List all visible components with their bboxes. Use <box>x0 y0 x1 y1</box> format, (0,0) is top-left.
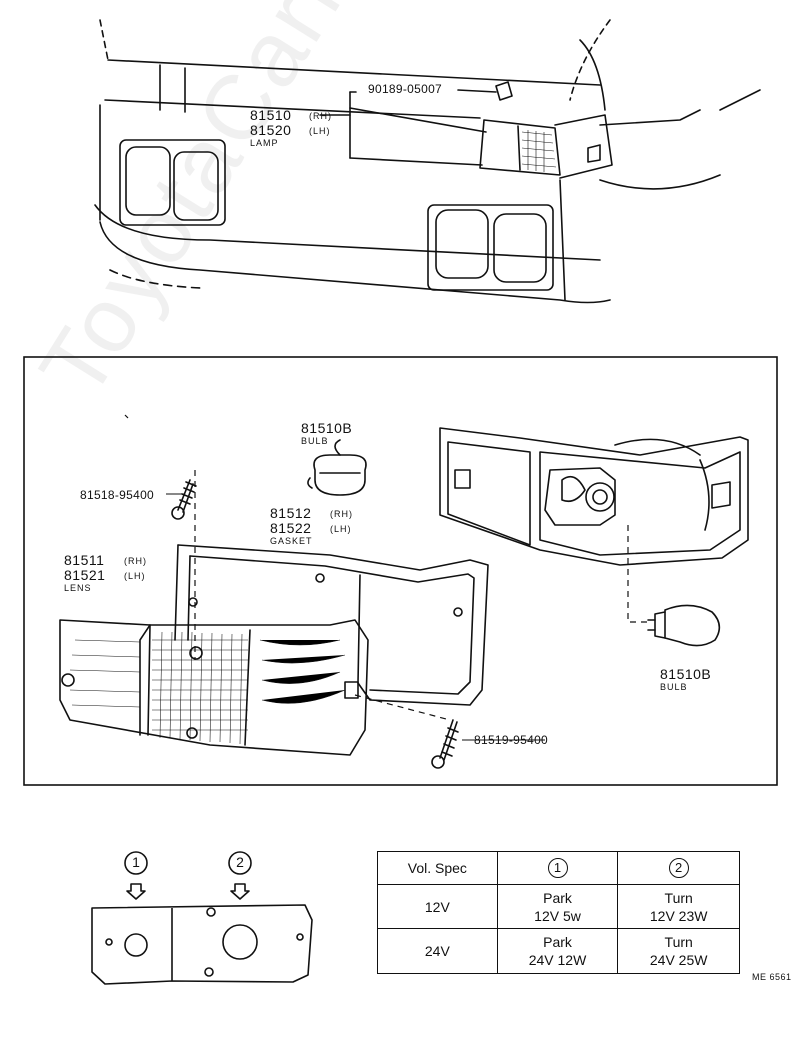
bulb-top <box>307 439 367 496</box>
lens-lh-side: (LH) <box>124 571 146 581</box>
gasket-rh-side: (RH) <box>330 509 353 519</box>
gasket-lh-part-number: 81522 <box>270 520 312 536</box>
header-col-2: 2 <box>617 851 740 885</box>
arrow-down-icon <box>230 883 250 900</box>
clip-part-number: 90189-05007 <box>368 82 443 96</box>
lamp-name: LAMP <box>250 138 279 148</box>
marker-1-label: 1 <box>132 854 140 870</box>
bulb-top-part-number: 81510B <box>301 420 353 436</box>
gasket-rh-part-number: 81512 <box>270 505 312 521</box>
lens-lh-part-number: 81521 <box>64 567 106 583</box>
bulb-right-name: BULB <box>660 682 688 692</box>
screw-upper-part-number: 81518-95400 <box>80 488 155 502</box>
lamp-outline <box>91 904 313 985</box>
voltage-cell: 12V <box>377 884 498 929</box>
gasket-name: GASKET <box>270 536 313 546</box>
figure-code: ME 6561 <box>752 972 792 982</box>
screw-lower <box>431 719 459 769</box>
lamp-rh-side: (RH) <box>309 111 332 121</box>
lens-name: LENS <box>64 583 92 593</box>
exploded-view-drawing <box>23 356 778 786</box>
table-header-row: Vol. Spec 1 2 <box>377 851 740 885</box>
header-vol-spec: Vol. Spec <box>377 851 498 885</box>
bulb-top-name: BULB <box>301 436 329 446</box>
lamp-lh-side: (LH) <box>309 126 331 136</box>
lamp-rh-part-number: 81510 <box>250 107 292 123</box>
bulb-right <box>647 604 721 647</box>
bulb-right-part-number: 81510B <box>660 666 712 682</box>
gasket <box>177 544 489 706</box>
lamp-lh-part-number: 81520 <box>250 122 292 138</box>
housing-body <box>439 427 749 566</box>
screw-lower-part-number: 81519-95400 <box>474 733 549 747</box>
lens-rh-part-number: 81511 <box>64 552 105 568</box>
exploded-view-frame <box>23 356 778 786</box>
vehicle-front-drawing <box>94 19 761 304</box>
header-col-1: 1 <box>496 851 619 885</box>
voltage-cell: 24V <box>377 928 498 974</box>
marker-2-label: 2 <box>236 854 244 870</box>
gasket-lh-side: (LH) <box>330 524 352 534</box>
lens-rh-side: (RH) <box>124 556 147 566</box>
arrow-down-icon <box>126 883 146 900</box>
lens <box>59 619 369 756</box>
screw-upper <box>171 479 197 520</box>
